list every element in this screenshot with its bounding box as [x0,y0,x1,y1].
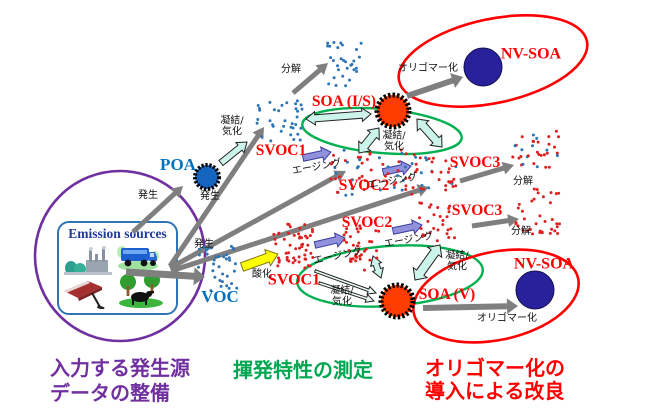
svoc1-label-top: SVOC1 [255,141,307,159]
condensation-label-top: 凝結/ 気化 [382,130,406,152]
poa-label: POA [160,155,196,175]
emission-sources-title: Emission sources [68,226,167,241]
paint-roller-icon [64,281,105,309]
nv-soa-particle-bottom [515,270,555,310]
caption-left-line1: 入力する発生源 [50,356,190,380]
caption-right-line1: オリゴマー化の [425,356,565,380]
decomposition-label-2: 分解 [513,175,533,187]
caption-right-line2: 導入による改良 [425,379,565,403]
condensation-label-poa: 凝結/ 気化 [220,115,244,137]
gas-molecule-dots [197,41,561,293]
nv-soa-label-bottom: NV-SOA [513,255,575,273]
nv-soa-particle-top [463,47,503,87]
caption-left-line2: データの整備 [50,381,170,405]
nv-soa-label-top: NV-SOA [500,45,562,63]
decomposition-label-1: 分解 [281,63,301,75]
oligomerization-label-bottom: オリゴマー化 [477,312,537,324]
soa-is-label: SOA (I/S) [311,92,377,110]
oligomer-group-ellipse-bottom [412,248,580,344]
oxidation-label: 酸化 [252,268,272,280]
condensation-label-bottom-left: 凝結/ 気化 [330,285,354,307]
svoc3-label-top: SVOC3 [449,153,501,171]
voc-label: VOC [201,287,239,307]
poa-particle [193,163,221,191]
oligomerization-label-top: オリゴマー化 [398,62,458,74]
svoc2-label-bottom: SVOC2 [341,213,393,231]
decomposition-label-3: 分解 [511,225,531,237]
soa-v-label: SOA (V) [418,285,476,303]
oligomer-group-ellipse-top [397,14,589,108]
condensation-label-bottom-right: 凝結/ 気化 [445,250,469,272]
generation-label-3: 発生 [194,238,214,250]
soa-is-particle [374,92,412,130]
soa-v-particle [378,282,416,320]
truck-icon [117,246,159,271]
generation-label-2: 発生 [200,190,220,202]
svoc3-label-bottom: SVOC3 [451,201,503,219]
svoc1-label-bottom: SVOC1 [267,271,321,289]
generation-label-1: 発生 [138,189,158,201]
caption-center: 揮発特性の測定 [233,358,373,382]
svoc2-label-top: SVOC2 [338,176,390,194]
factory-icon [64,246,112,275]
emission-group-ellipse [33,169,207,343]
